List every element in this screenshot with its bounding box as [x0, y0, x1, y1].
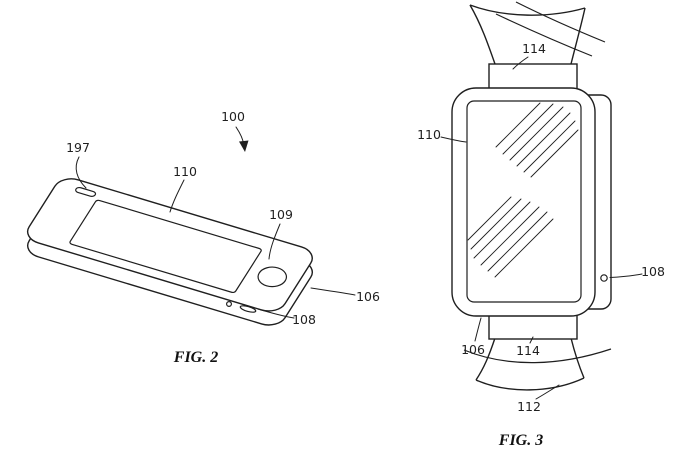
band-top-curl-1: [515, 1, 606, 43]
leader-line-108: [257, 308, 295, 319]
screen-glare-hatching-upper: [495, 102, 579, 178]
band-lug-bottom: [488, 314, 578, 340]
home-button: [254, 264, 291, 290]
band-bottom-end-curve: [475, 377, 585, 391]
ref-label-110: 110: [173, 164, 197, 179]
band-top-curl-2: [495, 13, 593, 57]
leader-line-106: [310, 287, 356, 296]
ref-label-108: 108: [641, 264, 665, 279]
phone-illustration: [15, 175, 326, 329]
connector-port: [239, 305, 257, 313]
phone-screen: [69, 200, 262, 293]
band-bottom-left-edge: [475, 337, 496, 381]
side-button: [600, 274, 608, 282]
ref-label-106: 106: [356, 289, 380, 304]
band-top-end-curve: [469, 4, 586, 16]
ref-label-197: 197: [66, 140, 90, 155]
ref-label-100: 100: [221, 109, 245, 124]
earpiece-speaker-icon: [75, 187, 97, 197]
band-lug-top: [488, 63, 578, 90]
band-top-right-edge: [570, 7, 586, 65]
fig2-group: 197 110 100 109 106 108 FIG. 2: [15, 109, 380, 366]
leader-line-110: [169, 179, 185, 213]
leader-line-108: [609, 273, 643, 278]
phone-body: [22, 175, 318, 315]
fig3-group: 114 110 108 106 114 112 FIG. 3: [417, 1, 665, 449]
ref-label-114-bottom: 114: [516, 343, 540, 358]
ref-label-110: 110: [417, 127, 441, 142]
leader-line-112: [535, 384, 560, 400]
headphone-jack: [226, 301, 233, 308]
leader-line-110: [440, 136, 467, 143]
leader-line-109: [268, 223, 281, 260]
band-top-left-edge: [469, 4, 496, 65]
leader-line-106: [474, 317, 482, 342]
screen-glare-hatching-lower: [467, 196, 554, 278]
fig2-caption: FIG. 2: [173, 349, 218, 366]
ref-label-108: 108: [292, 312, 316, 327]
arrowhead-100-icon: [239, 140, 249, 152]
leader-line-197: [75, 156, 87, 189]
leader-line-114-bottom: [529, 336, 534, 344]
leader-line-114-top: [512, 56, 529, 70]
watch-band-bottom: [463, 314, 612, 391]
fig3-caption: FIG. 3: [498, 432, 543, 449]
band-bottom-right-edge: [570, 337, 585, 379]
band-bottom-sweep: [463, 348, 612, 364]
ref-label-109: 109: [269, 207, 293, 222]
ref-label-106: 106: [461, 342, 485, 357]
watch-case: [451, 87, 596, 317]
ref-label-112: 112: [517, 399, 541, 414]
watch-screen: [466, 100, 582, 303]
ref-label-114-top: 114: [522, 41, 546, 56]
